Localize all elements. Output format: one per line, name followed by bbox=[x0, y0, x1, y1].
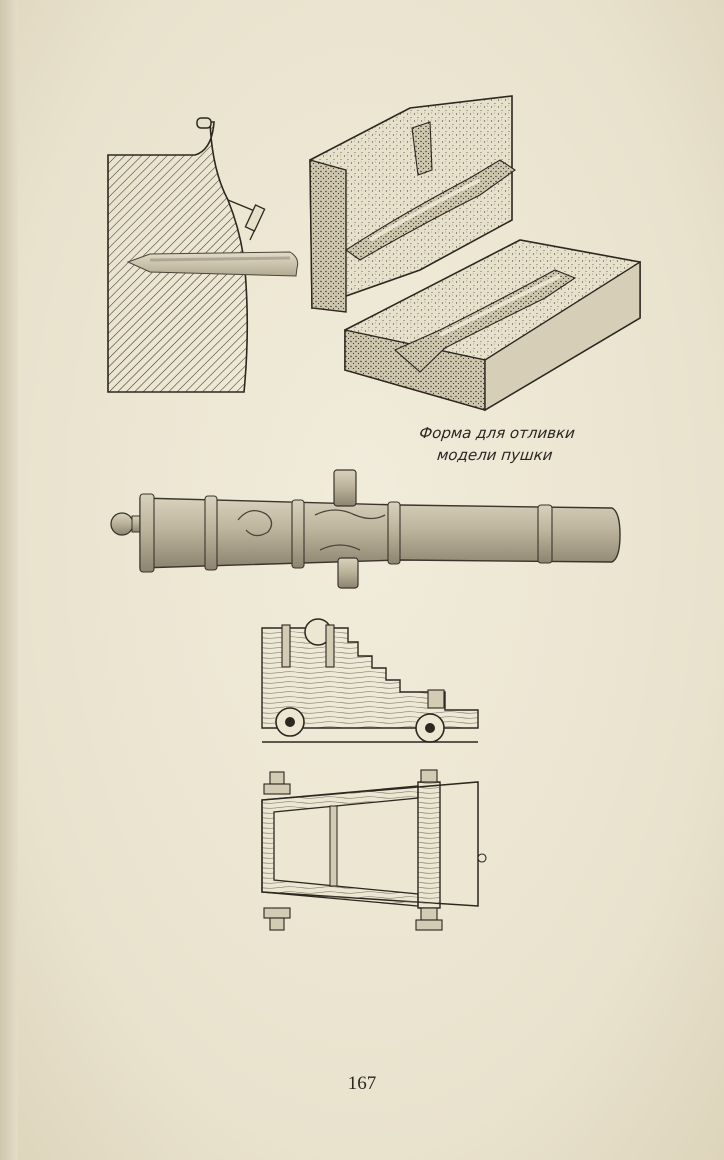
turning-pattern-figure bbox=[107, 117, 299, 393]
carriage-side-view bbox=[261, 618, 479, 743]
page-number: 167 bbox=[347, 1073, 377, 1094]
caption-line-2: модели пушки bbox=[436, 446, 554, 464]
carriage-plan-view bbox=[261, 769, 487, 931]
page-gutter-shadow bbox=[0, 0, 18, 1160]
cannon-barrel-figure bbox=[110, 469, 621, 589]
casting-mould-figure bbox=[309, 95, 641, 412]
caption-line-1: Форма для отливки bbox=[418, 424, 576, 442]
figure-caption: Форма для отливки модели пушки bbox=[394, 422, 599, 466]
